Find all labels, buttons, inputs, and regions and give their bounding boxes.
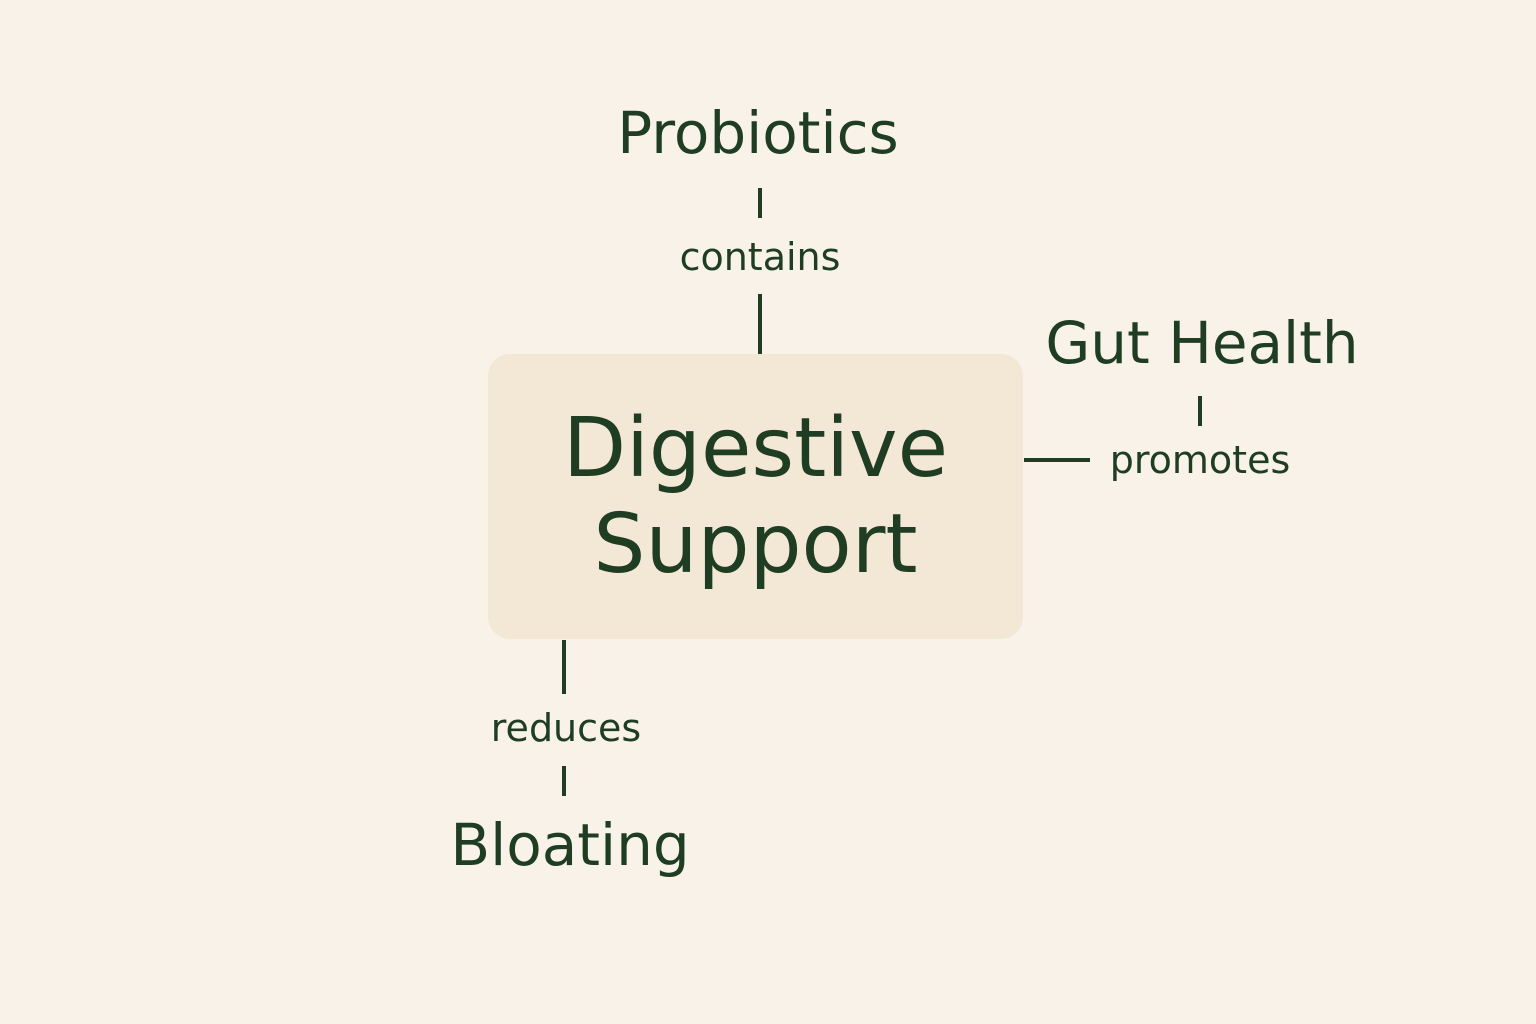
node-right: Gut Health: [1045, 309, 1359, 377]
edge-label-top: contains: [679, 235, 841, 279]
edge-label-bottom: reduces: [490, 706, 642, 750]
connector-right-horizontal: [1024, 458, 1090, 462]
node-bottom: Bloating: [450, 811, 690, 879]
connector-right-vertical: [1198, 396, 1202, 426]
center-node-line1: Digestive: [562, 400, 949, 496]
edge-label-right: promotes: [1109, 438, 1291, 482]
connector-top-lower: [758, 294, 762, 354]
center-node-box: Digestive Support: [488, 354, 1023, 639]
center-node-line2: Support: [593, 496, 918, 592]
connector-bottom-upper: [562, 640, 566, 694]
node-top: Probiotics: [617, 99, 899, 167]
connector-top-upper: [758, 188, 762, 218]
connector-bottom-lower: [562, 766, 566, 796]
